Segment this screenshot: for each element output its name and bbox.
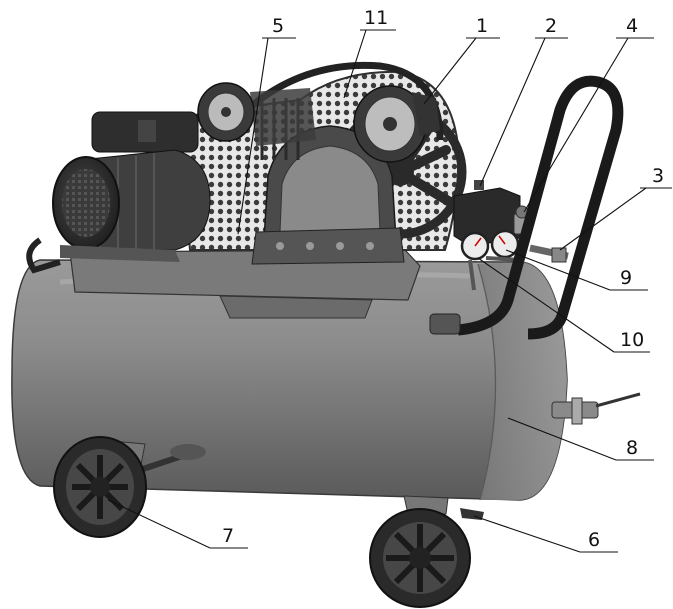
compressor-pump bbox=[250, 88, 405, 265]
callout-10: 10 bbox=[620, 329, 644, 351]
leader-lines bbox=[107, 29, 672, 553]
leader-7 bbox=[107, 499, 248, 549]
callout-labels: 1 2 3 4 5 6 7 8 9 10 11 bbox=[222, 7, 664, 551]
leader-4 bbox=[523, 37, 654, 213]
callout-5: 5 bbox=[272, 15, 284, 37]
callout-3: 3 bbox=[652, 165, 664, 187]
leader-6 bbox=[473, 515, 618, 553]
leader-1 bbox=[423, 37, 500, 105]
callout-11: 11 bbox=[364, 7, 388, 29]
callout-9: 9 bbox=[620, 267, 632, 289]
ball-valve bbox=[551, 392, 641, 425]
callout-4: 4 bbox=[626, 15, 638, 37]
electric-motor bbox=[26, 111, 211, 274]
leader-8 bbox=[507, 417, 654, 461]
callout-8: 8 bbox=[626, 437, 638, 459]
leader-3 bbox=[559, 187, 672, 251]
leader-11 bbox=[343, 29, 396, 99]
leader-2 bbox=[479, 37, 568, 187]
callout-2: 2 bbox=[545, 15, 557, 37]
pressure-gauge-left bbox=[460, 231, 490, 261]
callout-1: 1 bbox=[476, 15, 488, 37]
air-tank bbox=[11, 259, 568, 501]
wheel-front bbox=[53, 436, 147, 538]
leader-9 bbox=[505, 249, 648, 291]
outlet-coupling bbox=[529, 244, 569, 263]
leader-5 bbox=[237, 37, 296, 235]
air-filter-left bbox=[197, 82, 255, 142]
air-filter-right bbox=[353, 85, 440, 163]
wheel-rear bbox=[369, 508, 471, 608]
handle bbox=[457, 75, 624, 340]
callout-7: 7 bbox=[222, 525, 234, 547]
handle-clamp bbox=[429, 313, 461, 335]
leader-10 bbox=[477, 257, 650, 353]
callout-6: 6 bbox=[588, 529, 600, 551]
